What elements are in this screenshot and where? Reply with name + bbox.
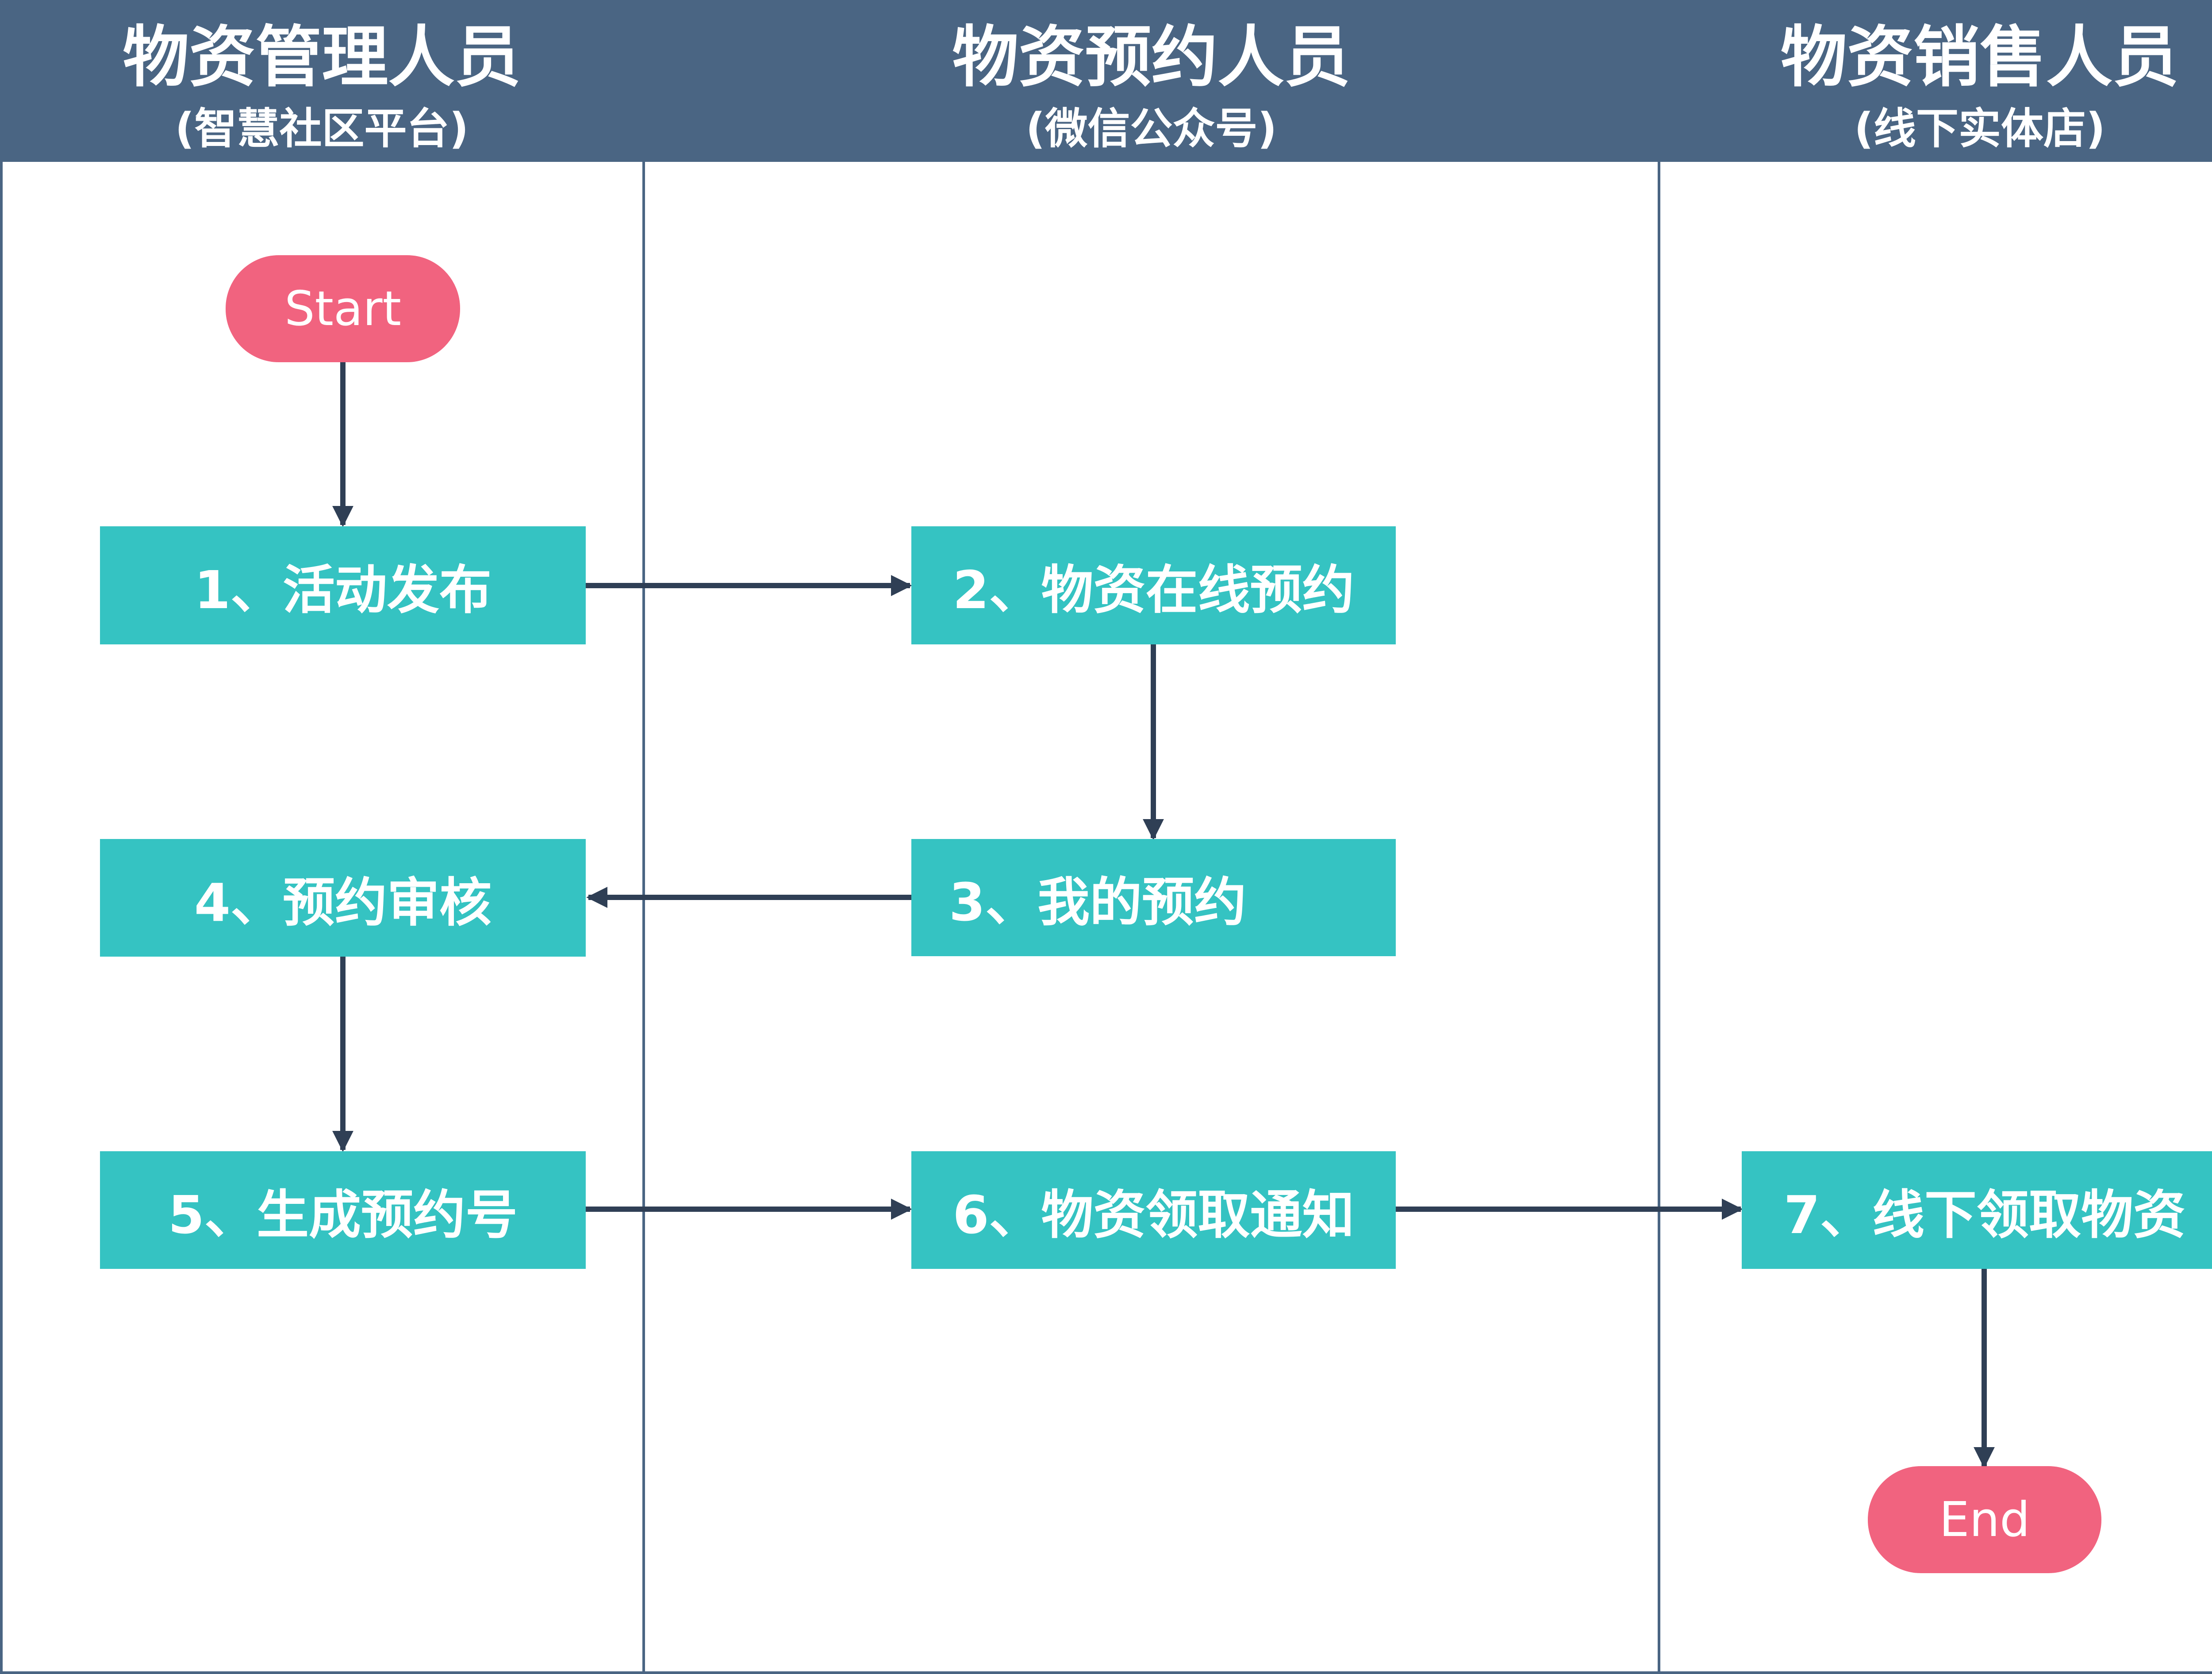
step-label: 3、我的预约 [949, 872, 1247, 933]
step-4-node: 4、预约审核 [100, 839, 586, 957]
step-7-node: 7、线下领取物资 [1742, 1151, 2212, 1269]
lane-divider [1658, 162, 1660, 1674]
lane-header-manager: 物资管理人员 (智慧社区平台) [0, 0, 644, 162]
step-6-node: 6、物资领取通知 [911, 1151, 1396, 1269]
end-label: End [1939, 1492, 2030, 1548]
lane-title: 物资管理人员 [123, 19, 521, 96]
step-1-node: 1、活动发布 [100, 526, 586, 644]
step-3-node: 3、我的预约 [911, 839, 1396, 956]
step-label: 1、活动发布 [194, 559, 492, 621]
lane-title: 物资销售人员 [1780, 19, 2179, 96]
lane-subtitle: (微信公众号) [1025, 104, 1277, 153]
lane-subtitle: (智慧社区平台) [175, 104, 469, 153]
lane-subtitle: (线下实体店) [1854, 104, 2105, 153]
start-terminal: Start [226, 255, 460, 362]
step-2-node: 2、物资在线预约 [911, 526, 1396, 644]
step-label: 6、物资领取通知 [952, 1184, 1355, 1245]
lane-header-seller: 物资销售人员 (线下实体店) [1659, 0, 2212, 162]
step-label: 7、线下领取物资 [1783, 1184, 2186, 1245]
step-label: 5、生成预约号 [168, 1184, 518, 1245]
lane-header-booker: 物资预约人员 (微信公众号) [644, 0, 1659, 162]
start-label: Start [284, 281, 401, 337]
step-5-node: 5、生成预约号 [100, 1151, 586, 1269]
step-label: 4、预约审核 [194, 872, 492, 933]
swimlane-header [0, 0, 2212, 162]
end-terminal: End [1868, 1466, 2101, 1573]
lane-divider [642, 162, 645, 1674]
lane-title: 物资预约人员 [952, 19, 1351, 96]
step-label: 2、物资在线预约 [952, 559, 1355, 621]
